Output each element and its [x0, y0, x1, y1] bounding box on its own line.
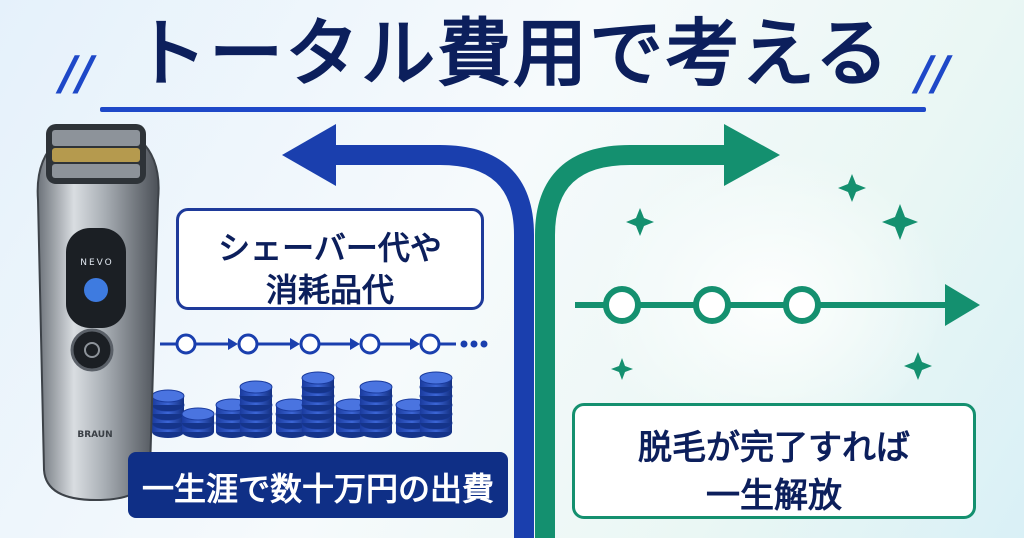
timeline-node: [603, 286, 641, 324]
sparkle-icon: [838, 174, 866, 202]
lifetime-cost-banner: 一生涯で数十万円の出費: [128, 452, 508, 518]
sparkle-icon: [904, 352, 932, 380]
decor-slash-right: //: [916, 46, 950, 100]
left-cost-box: シェーバー代や 消耗品代: [176, 208, 484, 310]
coin-top: [419, 371, 453, 385]
left-box-line2: 消耗品代: [265, 271, 394, 309]
sparkle-icon: [626, 208, 654, 236]
banner-text: 一生涯で数十万円の出費: [141, 470, 494, 508]
shaver-model-label: NEVO: [80, 258, 114, 268]
left-box-line1: シェーバー代や: [218, 229, 442, 267]
coin-top: [301, 371, 335, 385]
sparkle-icon: [882, 204, 918, 240]
decor-slash-left: //: [60, 46, 94, 100]
blue-arrowhead: [282, 124, 336, 186]
coin-stacks: [151, 371, 453, 438]
coin-top: [181, 407, 215, 421]
blue-timeline: [160, 333, 488, 355]
blue-path-arrow: [320, 145, 534, 538]
shaver-image: [36, 124, 160, 502]
right-result-box: 脱毛が完了すれば 一生解放: [572, 403, 976, 519]
right-glow: [590, 150, 950, 450]
coin-top: [239, 380, 273, 394]
sparkle-icon: [611, 358, 633, 380]
title-underline: [100, 107, 926, 112]
page-title: トータル費用で考える: [133, 11, 891, 97]
right-box-line2: 一生解放: [706, 476, 842, 516]
green-timeline: [575, 284, 980, 326]
coin-top: [151, 389, 185, 403]
green-arrowhead: [724, 124, 780, 186]
coin-top: [359, 380, 393, 394]
timeline-node: [693, 286, 731, 324]
sparkle-icons: [611, 174, 932, 380]
green-path-arrow: [535, 145, 730, 538]
shaver-brand-label: BRAUN: [77, 430, 113, 440]
header: // トータル費用で考える //: [0, 0, 1024, 112]
right-box-line1: 脱毛が完了すれば: [638, 428, 910, 468]
timeline-node: [783, 286, 821, 324]
